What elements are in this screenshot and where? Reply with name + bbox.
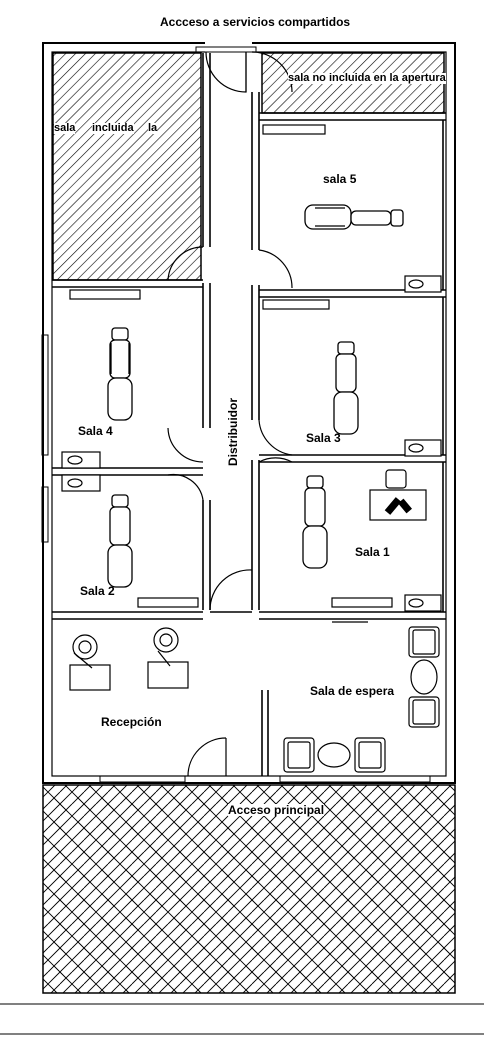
top-door-swing (205, 51, 247, 93)
reception-desks (69, 627, 189, 691)
top-access-label: Accceso a servicios compartidos (160, 15, 351, 29)
door-swings (167, 246, 293, 777)
sala2-label: Sala 2 (80, 584, 115, 598)
dental-chair-icon (107, 204, 404, 588)
included-room-label-3: la (148, 122, 158, 134)
main-access-label: Acceso principal (228, 803, 325, 817)
reception-label: Recepción (101, 715, 162, 729)
ground-lines (0, 1003, 484, 1035)
main-access-paving (42, 784, 456, 994)
windows (41, 46, 431, 783)
desk-icon (369, 469, 427, 521)
distribuidor-label: Distribuidor (226, 398, 240, 466)
included-room-hatch (52, 52, 202, 281)
coffee-table-icon (317, 659, 438, 768)
sink-icon (61, 275, 442, 612)
countertops (69, 124, 393, 608)
included-room-label-1: sala (54, 122, 76, 134)
excluded-room-label: sala no incluida en la apertura (288, 72, 446, 84)
sala4-label: Sala 4 (78, 424, 113, 438)
sala5-label: sala 5 (323, 172, 357, 186)
sala1-label: Sala 1 (355, 545, 390, 559)
included-room-label-2: incluida (92, 122, 134, 134)
sala3-label: Sala 3 (306, 431, 341, 445)
waiting-room-label: Sala de espera (310, 684, 395, 698)
armchair-icon (283, 626, 440, 773)
interior-walls (52, 53, 446, 776)
